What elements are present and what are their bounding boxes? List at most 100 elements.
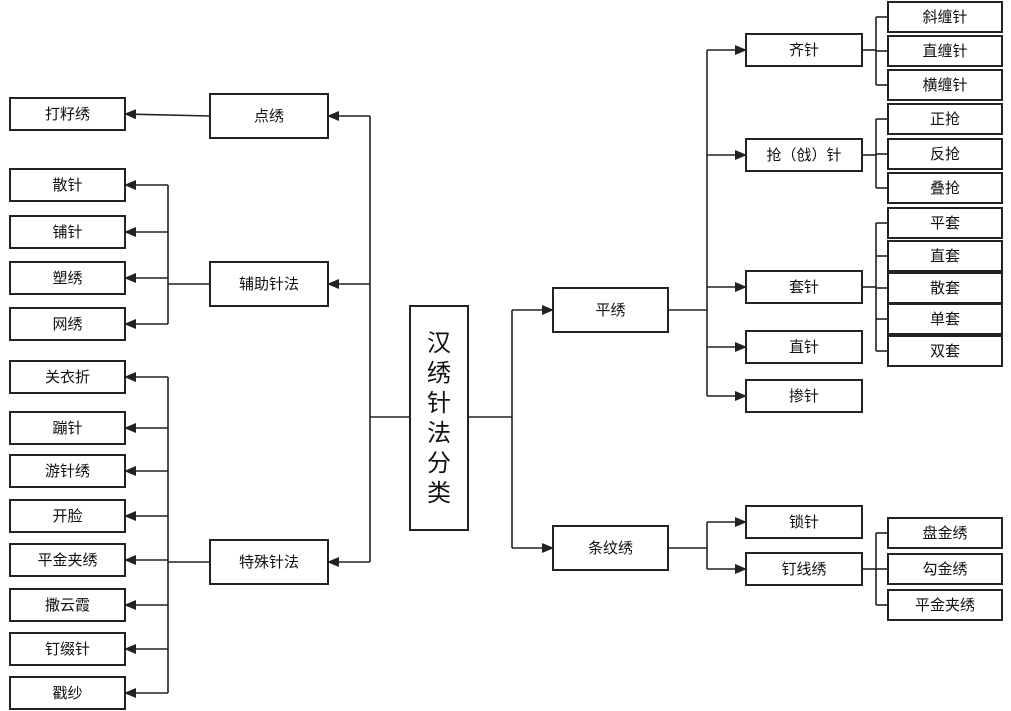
right-leaf-1-1-1-box: [887, 553, 1003, 585]
left-leaf-2-2-label: 游针绣: [45, 462, 90, 480]
right-mid-1-0-label: 锁针: [789, 513, 819, 531]
right-mid-0-3: 直针: [745, 330, 863, 364]
right-mid-0-3-label: 直针: [789, 338, 819, 356]
right-leaf-0-2-1-box: [887, 240, 1003, 272]
right-leaf-0-2-1: 直套: [887, 240, 1003, 272]
right-leaf-0-2-4: 双套: [887, 335, 1003, 367]
right-leaf-0-1-0-label: 正抢: [930, 110, 960, 128]
left-group-2-box: [209, 539, 329, 585]
left-leaf-2-5: 撒云霞: [9, 588, 126, 622]
left-leaf-2-2: 游针绣: [9, 454, 126, 488]
right-mid-1-0-box: [745, 505, 863, 539]
right-leaf-1-1-1-label: 勾金绣: [922, 560, 967, 578]
left-group-0-label: 点绣: [254, 107, 284, 125]
right-leaf-0-1-2-label: 叠抢: [930, 179, 960, 197]
left-leaf-1-1: 铺针: [9, 215, 126, 249]
right-leaf-0-0-0: 斜缠针: [887, 1, 1003, 33]
right-mid-0-0: 齐针: [745, 33, 863, 67]
left-leaf-2-4-box: [9, 543, 126, 577]
right-leaf-0-2-1-label: 直套: [930, 247, 960, 265]
right-group-0-box: [552, 287, 669, 333]
right-mid-0-2-label: 套针: [789, 278, 819, 296]
left-leaf-2-4: 平金夹绣: [9, 543, 126, 577]
right-mid-0-0-box: [745, 33, 863, 67]
left-leaf-1-0: 散针: [9, 168, 126, 202]
right-leaf-0-2-4-box: [887, 335, 1003, 367]
left-leaf-2-1-box: [9, 411, 126, 445]
right-mid-0-4-box: [745, 379, 863, 413]
right-leaf-0-1-1-box: [887, 138, 1003, 170]
right-leaf-0-2-3-box: [887, 303, 1003, 335]
left-leaf-2-6-label: 钉缀针: [45, 640, 90, 658]
right-leaf-0-2-2: 散套: [887, 272, 1003, 304]
left-group-1: 辅助针法: [209, 261, 329, 307]
right-mid-0-1-label: 抢（戗）针: [766, 146, 841, 164]
right-leaf-1-1-2: 平金夹绣: [887, 589, 1003, 621]
left-leaf-1-2-label: 塑绣: [52, 269, 82, 287]
left-leaf-0-0: 打籽绣: [9, 97, 126, 131]
connector-lines: [124, 16, 888, 698]
right-leaf-0-0-1-box: [887, 35, 1003, 67]
left-leaf-1-0-box: [9, 168, 126, 202]
right-group-0: 平绣: [552, 287, 669, 333]
left-group-0: 点绣: [209, 93, 329, 139]
right-leaf-1-1-2-label: 平金夹绣: [915, 596, 975, 614]
right-group-1-box: [552, 525, 669, 571]
right-leaf-0-2-2-label: 散套: [930, 279, 960, 297]
right-leaf-0-2-0: 平套: [887, 207, 1003, 239]
left-group-2-label: 特殊针法: [239, 553, 299, 571]
left-leaf-2-5-label: 撒云霞: [45, 596, 90, 614]
left-leaf-2-5-box: [9, 588, 126, 622]
left-leaf-2-7: 戳纱: [9, 676, 126, 710]
left-leaf-1-1-box: [9, 215, 126, 249]
right-mid-1-1-label: 钉线绣: [781, 560, 826, 578]
left-leaf-2-3-label: 开脸: [52, 507, 82, 525]
right-leaf-0-0-0-label: 斜缠针: [922, 8, 967, 26]
left-group-0-box: [209, 93, 329, 139]
right-mid-0-4-label: 掺针: [789, 387, 819, 405]
left-leaf-2-3-box: [9, 499, 126, 533]
left-leaf-2-0-box: [9, 360, 126, 394]
left-leaf-2-7-label: 戳纱: [52, 684, 82, 702]
root-node-box: [409, 305, 469, 531]
left-leaf-2-1: 蹦针: [9, 411, 126, 445]
right-leaf-0-2-0-box: [887, 207, 1003, 239]
left-leaf-1-3-label: 网绣: [52, 315, 82, 333]
right-leaf-0-0-2: 横缠针: [887, 69, 1003, 101]
left-group-1-box: [209, 261, 329, 307]
left-leaf-1-1-label: 铺针: [52, 223, 82, 241]
right-leaf-1-1-0-box: [887, 517, 1003, 549]
left-leaf-2-6: 钉缀针: [9, 632, 126, 666]
left-leaf-0-0-box: [9, 97, 126, 131]
right-mid-0-4: 掺针: [745, 379, 863, 413]
left-leaf-2-6-box: [9, 632, 126, 666]
right-leaf-0-0-2-label: 横缠针: [922, 76, 967, 94]
right-leaf-1-1-0: 盘金绣: [887, 517, 1003, 549]
right-group-1-label: 条纹绣: [588, 539, 633, 557]
left-leaf-1-3: 网绣: [9, 307, 126, 341]
root-node-label: 汉绣针法分类: [427, 329, 451, 507]
right-leaf-0-2-4-label: 双套: [930, 342, 960, 360]
right-mid-0-2-box: [745, 270, 863, 304]
left-leaf-2-0: 关衣折: [9, 360, 126, 394]
right-mid-0-1: 抢（戗）针: [745, 138, 863, 172]
right-mid-1-0: 锁针: [745, 505, 863, 539]
right-leaf-0-1-2: 叠抢: [887, 172, 1003, 204]
right-mid-0-0-label: 齐针: [789, 41, 819, 59]
left-leaf-2-1-label: 蹦针: [52, 419, 82, 437]
left-leaf-0-0-label: 打籽绣: [45, 105, 90, 123]
left-leaf-1-0-label: 散针: [52, 176, 82, 194]
left-leaf-1-2-box: [9, 261, 126, 295]
right-leaf-0-2-3: 单套: [887, 303, 1003, 335]
right-leaf-1-1-0-label: 盘金绣: [922, 524, 967, 542]
left-leaf-2-2-box: [9, 454, 126, 488]
right-leaf-0-2-3-label: 单套: [930, 310, 960, 328]
right-leaf-1-1-2-box: [887, 589, 1003, 621]
right-leaf-0-2-0-label: 平套: [930, 214, 960, 232]
left-group-2: 特殊针法: [209, 539, 329, 585]
left-leaf-1-3-box: [9, 307, 126, 341]
right-leaf-0-0-1-label: 直缠针: [922, 42, 967, 60]
left-leaf-2-3: 开脸: [9, 499, 126, 533]
